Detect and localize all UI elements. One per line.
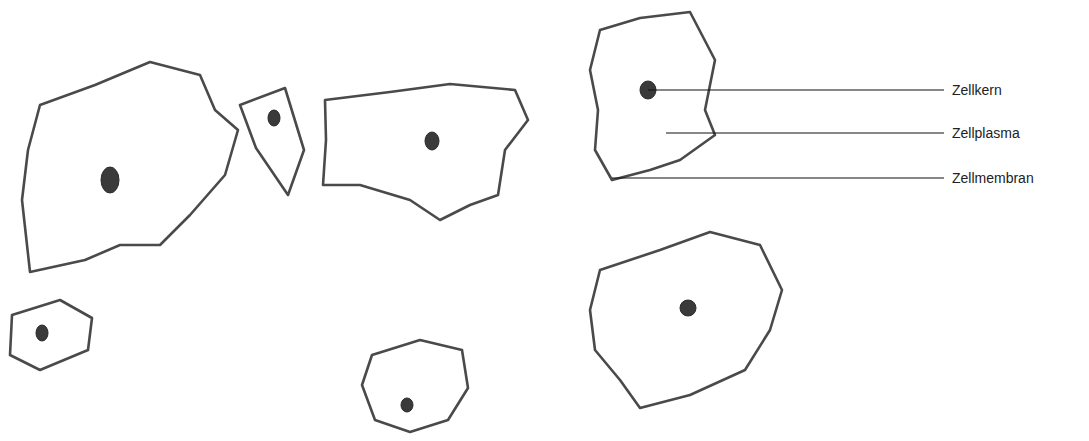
cell-outline bbox=[10, 300, 92, 370]
leader-line bbox=[612, 177, 944, 178]
leader-line bbox=[666, 132, 944, 133]
part-label: Zellkern bbox=[952, 81, 1002, 99]
cells bbox=[10, 12, 782, 432]
cell-outline bbox=[323, 84, 528, 220]
part-label: Zellmembran bbox=[952, 169, 1034, 187]
leader-line bbox=[648, 89, 944, 90]
cell-nucleus bbox=[680, 300, 696, 316]
cell-nucleus bbox=[425, 132, 439, 150]
cell-outline bbox=[240, 88, 304, 195]
cell-nucleus bbox=[101, 167, 119, 193]
cell-outline bbox=[590, 232, 782, 408]
cell-nucleus bbox=[401, 398, 413, 412]
cell-nucleus bbox=[268, 110, 280, 126]
cell-outline bbox=[590, 12, 715, 180]
cell-nucleus bbox=[36, 325, 48, 341]
cell-outline bbox=[22, 62, 238, 272]
cell-outline bbox=[362, 340, 468, 432]
leader-lines bbox=[612, 90, 944, 178]
part-label: Zellplasma bbox=[952, 124, 1020, 142]
